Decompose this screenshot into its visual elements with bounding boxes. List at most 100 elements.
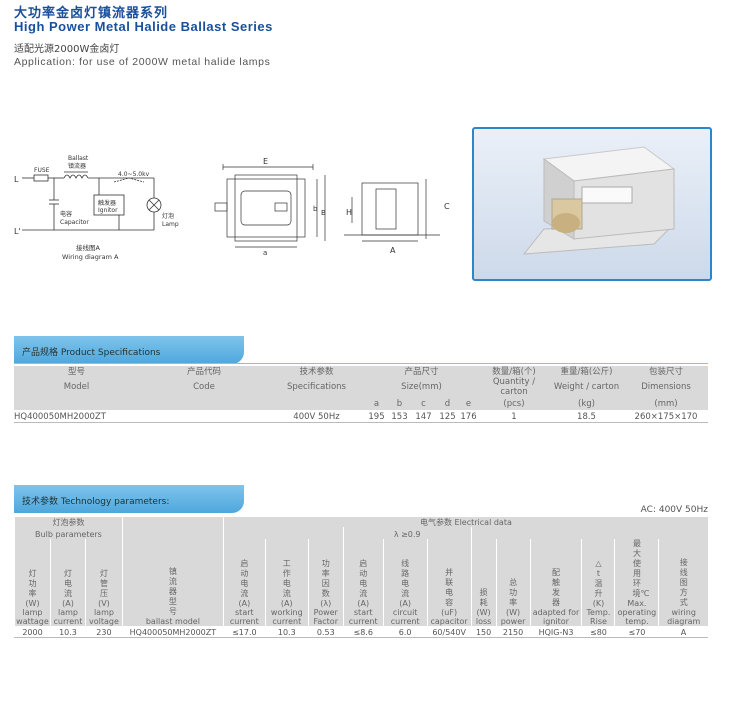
tech-cell-ignitor: HQIG-N3 bbox=[538, 627, 574, 637]
wiring-diagram: L L' FUSE Ballast 镇流器 4.0~5.0kv 触发器 Igni… bbox=[14, 155, 179, 261]
spec-section-rule bbox=[14, 363, 708, 364]
tech-cell-loss: 150 bbox=[475, 627, 492, 637]
tech-col-loss: 损耗(W)loss bbox=[470, 539, 497, 626]
lamp-label-cn: 灯泡 bbox=[162, 212, 174, 220]
capacitor-label-cn: 电容 bbox=[60, 210, 72, 218]
application-en: Application: for use of 2000W metal hali… bbox=[14, 56, 271, 68]
spec-sub-b: b bbox=[389, 397, 410, 410]
tech-cell-start-current-2: ≤8.6 bbox=[353, 627, 373, 637]
tech-col-start-current: 启动电流(A)start current bbox=[222, 539, 266, 626]
spec-sub-e: e bbox=[458, 397, 479, 410]
tech-cell-capacitor: 60/540V bbox=[432, 627, 466, 637]
page-title-cn: 大功率金卤灯镇流器系列 bbox=[14, 6, 169, 21]
spec-header-qty-en: Quantity / carton bbox=[479, 377, 549, 397]
spec-header-code: 产品代码 bbox=[139, 366, 269, 377]
tech-cell-start-current: ≤17.0 bbox=[232, 627, 257, 637]
tech-header-bulb-en: Bulb parameters bbox=[14, 527, 123, 539]
ballast-illustration bbox=[522, 146, 676, 255]
spec-section-tab: 产品规格 Product Specifications bbox=[14, 336, 244, 364]
ballast-label-cn: 镇流器 bbox=[68, 162, 86, 170]
tech-cell-lamp-voltage: 230 bbox=[96, 627, 112, 637]
tech-col-lamp-voltage: 灯管压(V)lamp voltage bbox=[84, 539, 123, 626]
spec-header-weight-en: Weight / carton bbox=[549, 377, 624, 397]
tech-cell-temp-rise: ≤80 bbox=[590, 627, 607, 637]
spec-header-qty: 数量/箱(个) bbox=[479, 366, 549, 377]
spec-sub-d: d bbox=[437, 397, 458, 410]
tech-cell-ballast-model: HQ400050MH2000ZT bbox=[129, 627, 217, 637]
spec-cell-qty: 1 bbox=[511, 412, 517, 422]
spec-header-model: 型号 bbox=[14, 366, 139, 377]
product-photo bbox=[472, 127, 712, 281]
application-cn: 适配光源2000W金卤灯 bbox=[14, 44, 120, 55]
spec-header-weight-unit: (kg) bbox=[549, 397, 624, 410]
dim-A: A bbox=[390, 246, 396, 255]
spec-header-dimensions-unit: (mm) bbox=[624, 397, 708, 410]
spec-header-size-en: Size(mm) bbox=[364, 377, 479, 397]
diagram-caption-en: Wiring diagram A bbox=[62, 253, 119, 261]
tech-cell-lamp-current: 10.3 bbox=[59, 627, 77, 637]
tech-cell-working-current: 10.3 bbox=[277, 627, 296, 637]
dim-H: H bbox=[346, 208, 352, 217]
tech-cell-circuit-current: 6.0 bbox=[398, 627, 412, 637]
tech-cell-power-factor: 0.53 bbox=[316, 627, 335, 637]
tech-col-power: 总功率(W)power bbox=[495, 539, 531, 626]
tech-cell-wiring: A bbox=[680, 627, 687, 637]
tech-cell-power: 2150 bbox=[502, 627, 524, 637]
tech-header-ballast-model: 镇流器型号 ballast model bbox=[121, 517, 224, 626]
spec-cell-d: 125 bbox=[439, 412, 456, 422]
tech-col-temp-rise: △t温升(K)Temp. Rise bbox=[581, 539, 615, 626]
fuse-label: FUSE bbox=[34, 167, 50, 174]
tech-col-start-current-2: 启动电流(A)start current bbox=[342, 539, 384, 626]
spec-cell-weight: 18.5 bbox=[577, 412, 596, 422]
spec-cell-tech: 400V 50Hz bbox=[293, 412, 340, 422]
spec-sub-c: c bbox=[410, 397, 437, 410]
ignitor-label-cn: 触发器 bbox=[98, 199, 116, 207]
tech-header-bulb: 灯泡参数 bbox=[14, 517, 123, 527]
tech-header-electrical: 电气参数 Electrical data bbox=[222, 517, 708, 527]
spec-header-code-en: Code bbox=[139, 377, 269, 397]
lamp-label-en: Lamp bbox=[162, 221, 179, 228]
tech-col-lamp-current: 灯电流(A)lamp current bbox=[49, 539, 86, 626]
dim-b: b bbox=[313, 205, 318, 213]
page-title-en: High Power Metal Halide Ballast Series bbox=[14, 19, 273, 34]
spec-header-tech: 技术参数 bbox=[269, 366, 364, 377]
tech-col-power-factor: 功率因数(λ)Power Factor bbox=[307, 539, 344, 626]
spec-sub-a: a bbox=[364, 397, 389, 410]
spec-cell-model: HQ400050MH2000ZT bbox=[14, 412, 106, 422]
table-row: HQ400050MH2000ZT 400V 50Hz 195 153 147 1… bbox=[14, 410, 708, 424]
diagram-caption-cn: 接线图A bbox=[76, 243, 101, 252]
ignitor-label-en: Ignitor bbox=[98, 207, 118, 214]
tech-cell-lamp-wattage: 2000 bbox=[22, 627, 43, 637]
spec-section-title: 产品规格 Product Specifications bbox=[22, 348, 161, 358]
spec-header-model-en: Model bbox=[14, 377, 139, 397]
tech-cell-max-temp: ≤70 bbox=[628, 627, 646, 637]
spec-cell-a: 195 bbox=[368, 412, 385, 422]
tech-table: 灯泡参数 镇流器型号 ballast model 电气参数 Electrical… bbox=[14, 517, 708, 639]
ac-rating: AC: 400V 50Hz bbox=[640, 505, 708, 515]
tech-section-title: 技术参数 Technology parameters: bbox=[22, 497, 170, 507]
dim-a: a bbox=[263, 249, 267, 255]
spec-table: 型号 产品代码 技术参数 产品尺寸 数量/箱(个) 重量/箱(公斤) 包装尺寸 … bbox=[14, 366, 708, 424]
side-dimension-drawing: H C A bbox=[344, 179, 450, 255]
spec-header-qty-unit: (pcs) bbox=[479, 397, 549, 410]
spec-cell-b: 153 bbox=[391, 412, 408, 422]
tech-section-tab: 技术参数 Technology parameters: bbox=[14, 485, 244, 513]
dim-E: E bbox=[263, 157, 268, 166]
tech-table-rule bbox=[14, 637, 708, 638]
table-row: 2000 10.3 230 HQ400050MH2000ZT ≤17.0 10.… bbox=[15, 626, 709, 639]
tech-col-circuit-current: 线路电流(A)circuit current bbox=[382, 539, 428, 626]
tech-col-capacitor: 并联电容(uF)capacitor bbox=[426, 539, 472, 626]
spec-cell-e: 176 bbox=[460, 412, 477, 422]
terminal-l: L bbox=[14, 175, 19, 184]
spec-header-tech-en: Specifications bbox=[269, 377, 364, 397]
capacitor-label-en: Capacitor bbox=[60, 219, 89, 226]
front-dimension-drawing: E a b B bbox=[214, 157, 326, 255]
terminal-l2: L' bbox=[14, 227, 21, 236]
spec-header-dimensions-en: Dimensions bbox=[624, 377, 708, 397]
voltage-label: 4.0~5.0kv bbox=[118, 171, 150, 178]
spec-header-size: 产品尺寸 bbox=[364, 366, 479, 377]
tech-header-lambda: λ ≥0.9 bbox=[342, 527, 472, 539]
dim-B: B bbox=[321, 209, 326, 217]
